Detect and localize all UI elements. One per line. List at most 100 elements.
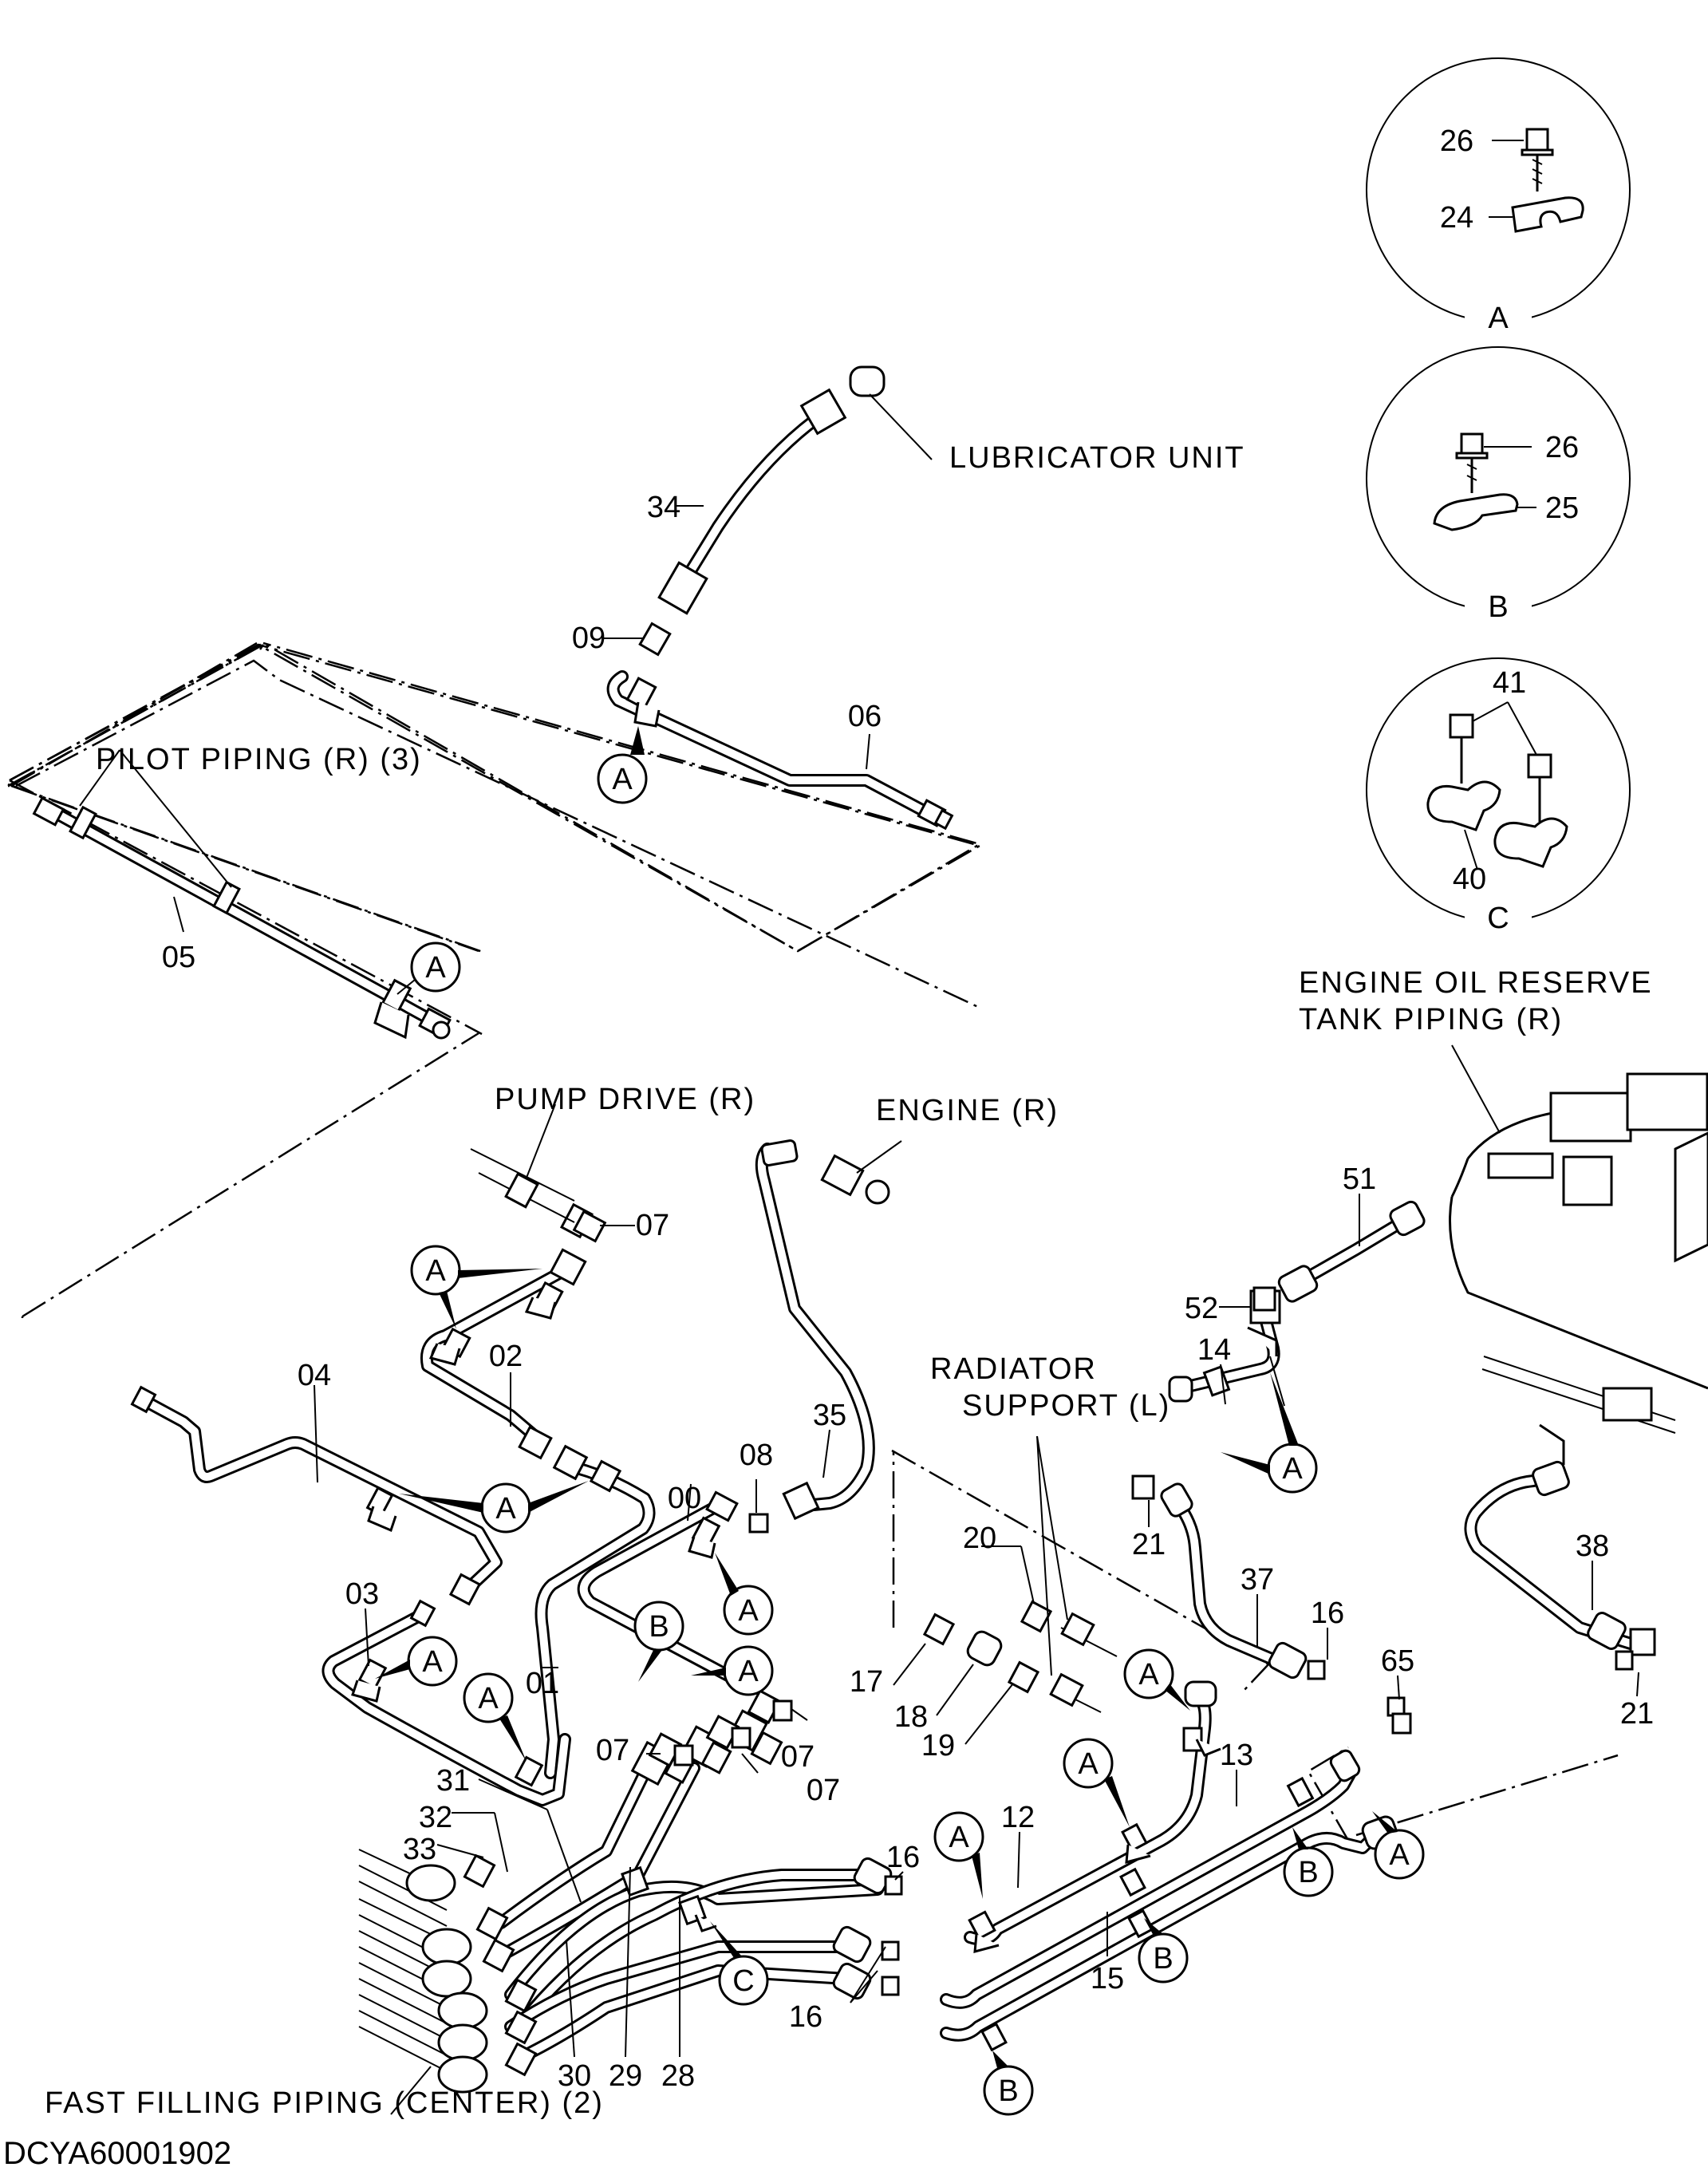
leader [893,1643,926,1686]
clamp-icon [1433,493,1519,531]
part-12: 12 [1001,1801,1035,1834]
callout-a-01[interactable]: A [463,1672,527,1762]
svg-text:A: A [738,1594,759,1628]
pipe-06 [606,670,954,831]
callout-a-center-right[interactable]: A [691,1645,774,1696]
pipe-13 [940,1749,1361,2009]
tank [1449,1072,1708,1465]
leader [365,1608,369,1667]
clamp-icon [1511,196,1584,233]
part-34: 34 [647,491,680,524]
frame-lower-left [22,1032,479,1318]
pipe-02 [420,1248,587,1460]
part-07-top: 07 [636,1209,669,1242]
callout-b-15-mid[interactable]: B [1138,1918,1189,1984]
part-33: 33 [403,1833,436,1866]
part-37: 37 [1241,1563,1274,1597]
leader [1036,1435,1068,1620]
frame-lower-right [1355,1754,1619,1837]
fast-filling-valves [358,1849,538,2094]
svg-text:24: 24 [1440,201,1473,235]
callout-a-03[interactable]: A [375,1636,458,1687]
part-31: 31 [436,1764,470,1798]
callout-c-hose[interactable]: C [710,1921,769,2006]
callout-b-13[interactable]: B [1283,1827,1334,1897]
svg-text:A: A [612,763,633,796]
leader [964,1683,1014,1745]
callout-a-12-top[interactable]: A [1123,1648,1190,1711]
frame-upper [10,645,980,951]
part-00: 00 [668,1482,701,1515]
part-30: 30 [558,2059,591,2093]
bolt-icon [1527,753,1552,779]
hose-51 [1252,1200,1426,1312]
callout-a-04[interactable]: A [399,1481,589,1534]
part-14: 14 [1197,1333,1231,1367]
part-08: 08 [740,1439,773,1472]
detail-b: B 26 25 [1366,346,1631,624]
part-15: 15 [1091,1962,1124,1995]
part-28: 28 [661,2059,695,2093]
svg-text:A: A [1138,1658,1159,1691]
leader [856,1140,902,1174]
label-radiator-2: SUPPORT (L) [962,1389,1170,1423]
bolt-icon [1460,432,1484,456]
callout-a-pilot[interactable]: A [396,941,461,995]
fitting-65 [1387,1696,1412,1735]
document-code: DCYA60001902 [3,2136,231,2171]
detail-c-letter: C [1487,902,1509,935]
leader [625,1866,631,2058]
part-65: 65 [1381,1644,1414,1678]
callout-a-right[interactable]: A [1372,1811,1425,1880]
label-lubricator-unit: LUBRICATOR UNIT [949,441,1245,475]
part-01: 01 [526,1667,559,1700]
leader [850,1946,886,2003]
callout-a-12-mid[interactable]: A [1063,1738,1130,1827]
part-21-left: 21 [1132,1528,1166,1561]
label-engine-oil-2: TANK PIPING (R) [1299,1003,1563,1036]
leader [791,1708,808,1721]
detail-a-letter: A [1488,302,1509,335]
callout-a-02-left[interactable]: A [410,1245,542,1329]
callout-b-15-low[interactable]: B [983,2051,1034,2116]
fittings-07 [648,1689,793,1767]
leader [173,896,184,933]
label-engine-oil-1: ENGINE OIL RESERVE [1299,966,1653,1000]
svg-text:A: A [478,1682,499,1715]
bolt-icon [1525,128,1549,153]
callout-a-00[interactable]: A [715,1553,774,1636]
part-07-left: 07 [596,1734,629,1767]
callout-b-center[interactable]: B [633,1601,684,1682]
part-16-right: 16 [1311,1597,1344,1630]
detail-c: C 41 40 [1366,657,1631,935]
hose-37 [1131,1474,1326,1680]
svg-text:A: A [425,1254,446,1288]
pipe-15 [940,1815,1399,2052]
leader [869,393,933,460]
part-09: 09 [572,622,605,655]
svg-text:A: A [1282,1452,1303,1486]
callout-a-12-low[interactable]: A [933,1811,984,1899]
part-52: 52 [1185,1292,1218,1325]
label-pump-drive: PUMP DRIVE (R) [495,1083,755,1116]
part-35: 35 [813,1399,846,1432]
leader [1017,1831,1020,1889]
svg-text:B: B [1153,1942,1173,1976]
part-02: 02 [489,1340,523,1373]
part-07-bottom: 07 [807,1774,840,1807]
label-fast-filling: FAST FILLING PIPING (CENTER) (2) [45,2086,604,2120]
hose-35 [748,1139,890,1534]
leader [1220,1364,1226,1405]
part-07-right: 07 [781,1740,815,1774]
part-19: 19 [921,1729,955,1762]
leader [822,1429,830,1478]
callout-a-14[interactable]: A [1221,1372,1318,1494]
callout-bubbles: A A A A A A [375,726,1425,2116]
svg-text:A: A [738,1655,759,1688]
callout-labels: LUBRICATOR UNIT PILOT PIPING (R) (3) PUM… [3,441,1653,2171]
callout-a-06[interactable]: A [597,726,648,804]
frame-upper-pilot [9,643,983,953]
svg-text:A: A [422,1645,443,1679]
hose-38 [1464,1460,1656,1671]
frame-radiator [891,1449,1271,1692]
